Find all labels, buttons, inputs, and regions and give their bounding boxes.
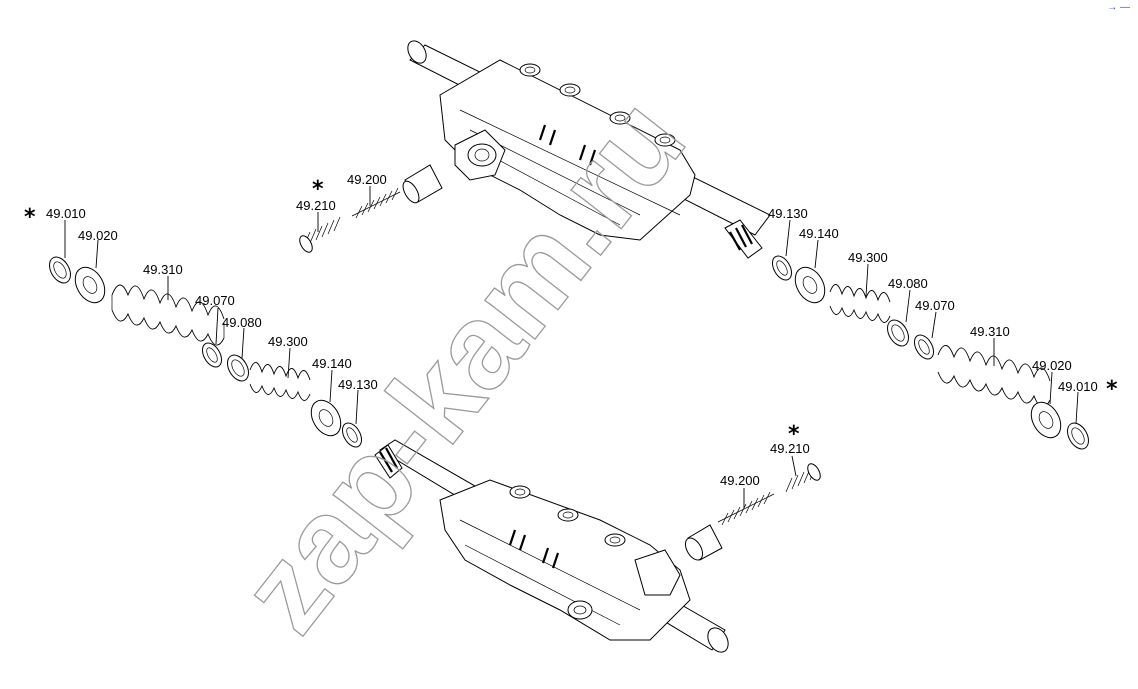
right-spring-stack — [772, 255, 1089, 450]
asterisk-marker: * — [24, 205, 36, 230]
label-49310-left: 49.310 — [143, 262, 183, 277]
label-49070-right: 49.070 — [915, 298, 955, 313]
label-49080-right: 49.080 — [888, 276, 928, 291]
asterisk-marker: * — [1106, 377, 1118, 402]
label-49300-left: 49.300 — [268, 334, 308, 349]
part-labels: * 49.010 49.020 49.310 49.070 49.080 49.… — [24, 172, 1118, 488]
left-spring-stack — [49, 256, 362, 448]
label-49210-upper: 49.210 — [296, 198, 336, 213]
label-49070-left: 49.070 — [195, 293, 235, 308]
label-49140-right: 49.140 — [799, 226, 839, 241]
upper-shift-housing — [407, 40, 771, 259]
label-49020-left: 49.020 — [78, 228, 118, 243]
label-49210-lower: 49.210 — [770, 441, 810, 456]
label-49140-left: 49.140 — [312, 356, 352, 371]
label-49020-right: 49.020 — [1032, 358, 1072, 373]
lower-shift-housing — [374, 439, 729, 653]
label-49310-right: 49.310 — [970, 324, 1010, 339]
label-49300-right: 49.300 — [848, 250, 888, 265]
asterisk-marker: * — [312, 177, 324, 202]
label-49200-lower: 49.200 — [720, 473, 760, 488]
lower-detent-parts — [684, 463, 821, 561]
label-49200-upper: 49.200 — [347, 172, 387, 187]
label-49080-left: 49.080 — [222, 315, 262, 330]
asterisk-marker: * — [788, 422, 800, 447]
upper-detent-parts — [299, 164, 443, 253]
leader-lines — [64, 186, 1079, 508]
label-49130-right: 49.130 — [768, 206, 808, 221]
label-49010-right: 49.010 — [1058, 379, 1098, 394]
corner-mark: → — — [1107, 2, 1130, 13]
label-49010-left: 49.010 — [46, 206, 86, 221]
label-49130-left: 49.130 — [338, 377, 378, 392]
